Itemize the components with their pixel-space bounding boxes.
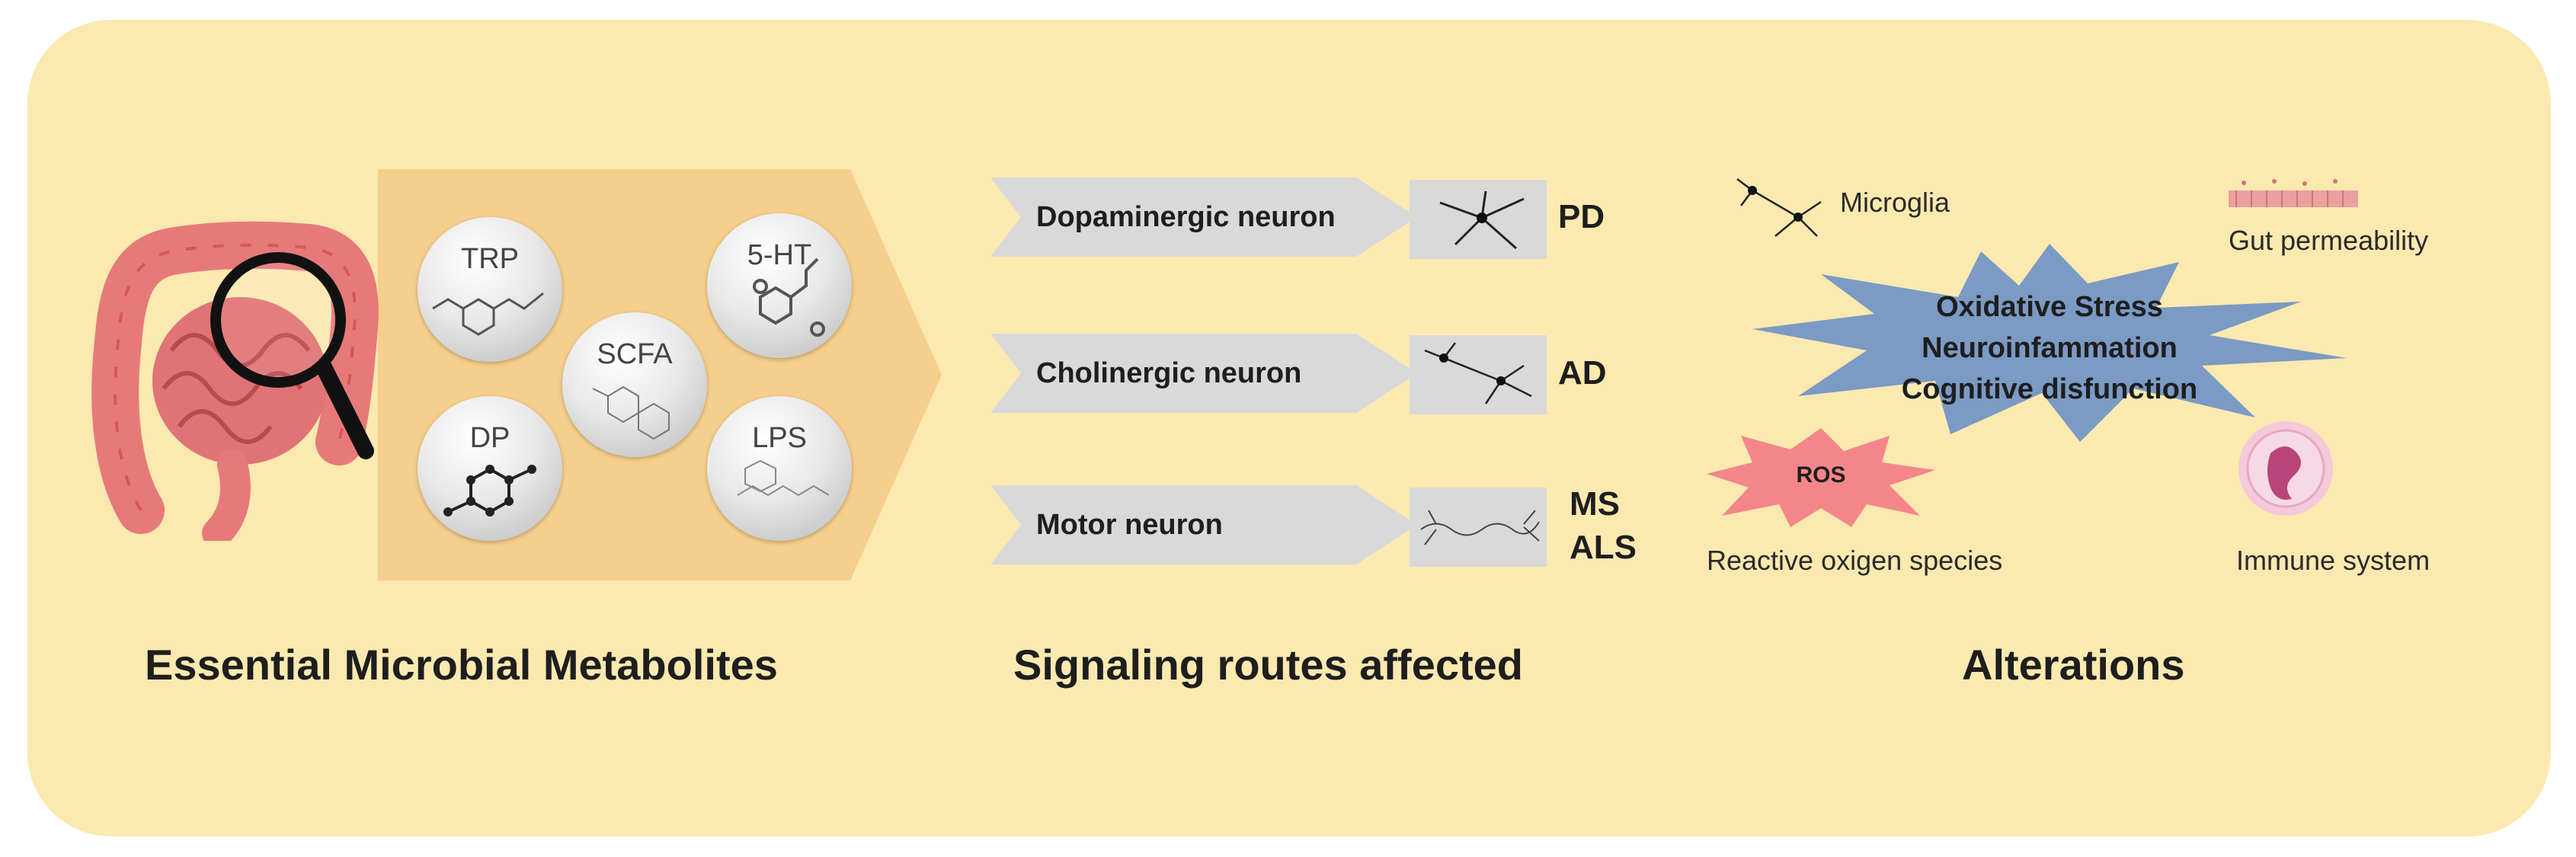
center-line-3: Cognitive disfunction	[1901, 373, 2198, 405]
intestine-icon	[91, 221, 379, 541]
disease-als: ALS	[1570, 529, 1637, 566]
neuron-image-cholinergic	[1410, 335, 1547, 414]
immune-cell-icon	[2238, 421, 2333, 516]
route-arrow	[990, 177, 1417, 257]
neuron-icon	[1420, 510, 1540, 545]
route-cholinergic: Cholinergic neuron	[990, 334, 1417, 413]
neuron-icon	[1439, 190, 1525, 250]
alterations-title: Alterations	[1962, 641, 2185, 689]
ros-burst-shape	[1707, 428, 1935, 527]
central-burst-shape	[1752, 244, 2347, 442]
route-dopaminergic: Dopaminergic neuron	[990, 177, 1417, 257]
metabolite-5ht: 5-HT	[707, 213, 852, 358]
neuron-image-dopaminergic	[1410, 180, 1547, 259]
center-line-2: Neuroinfammation	[1922, 332, 2178, 364]
molecule-icon	[592, 385, 670, 440]
disease-ms: MS	[1570, 485, 1620, 523]
center-line-1: Oxidative Stress	[1936, 291, 2163, 323]
metabolite-lps: LPS	[707, 396, 852, 541]
metabolite-trp: TRP	[418, 217, 562, 362]
disease-ad: AD	[1558, 354, 1607, 392]
molecule-icon	[443, 465, 536, 516]
neuron-icon	[1424, 342, 1532, 405]
magnifier-icon	[210, 252, 374, 459]
gut-permeability-label: Gut permeability	[2229, 225, 2429, 256]
metabolites-title: Essential Microbial Metabolites	[145, 641, 778, 689]
ros-label: Reactive oxigen species	[1707, 545, 2003, 576]
neuron-image-motor	[1410, 488, 1547, 567]
molecule-icon	[432, 292, 544, 336]
microglia-label: Microglia	[1840, 187, 1950, 218]
signaling-title: Signaling routes affected	[1013, 641, 1523, 689]
disease-pd: PD	[1558, 198, 1605, 235]
metabolite-dp: DP	[418, 396, 562, 541]
route-arrow	[990, 485, 1417, 564]
molecule-icon	[753, 257, 825, 337]
route-arrow	[990, 334, 1417, 413]
microglia-icon	[1736, 178, 1822, 237]
molecule-icon	[737, 459, 830, 497]
gut-permeability-icon	[2229, 179, 2358, 207]
route-motor: Motor neuron	[990, 485, 1417, 564]
metabolite-scfa: SCFA	[562, 312, 707, 457]
ros-badge: ROS	[1796, 462, 1846, 488]
immune-system-label: Immune system	[2236, 545, 2430, 576]
